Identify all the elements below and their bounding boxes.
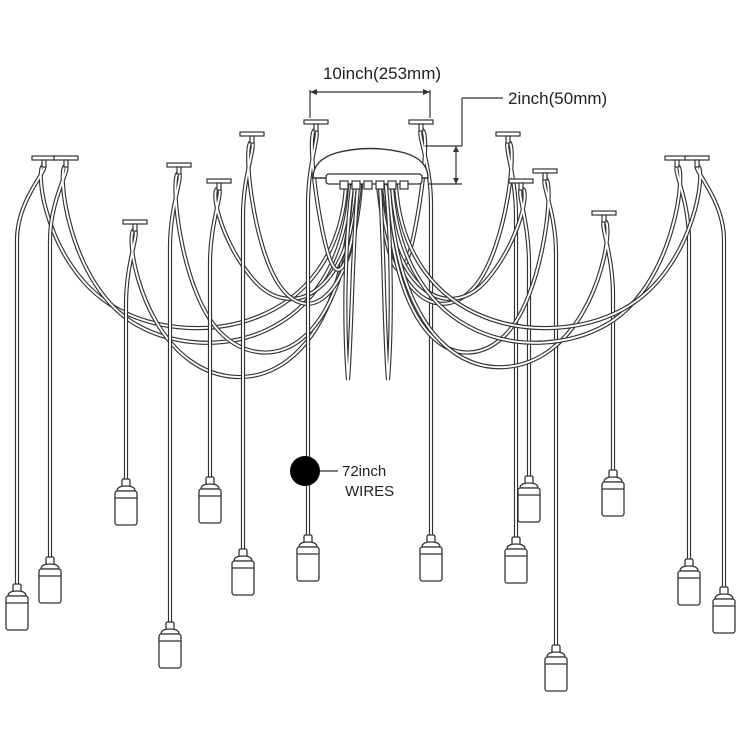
- lamp-socket: [5, 583, 29, 631]
- ceiling-hook: [532, 168, 558, 181]
- canopy-width-label: 10inch(253mm): [323, 64, 441, 83]
- lamp-socket: [544, 644, 568, 692]
- lamp-socket: [517, 475, 541, 523]
- pendant-wire-core: [49, 165, 351, 566]
- lamp-socket: [677, 558, 701, 606]
- ceiling-canopy: [312, 147, 429, 190]
- canopy-port: [387, 180, 397, 190]
- canopy-base: [325, 173, 423, 185]
- pendant-wire-core: [383, 185, 530, 485]
- lamp-socket: [158, 621, 182, 669]
- pendant-wire-core: [242, 141, 362, 558]
- ceiling-hooks: [31, 119, 710, 232]
- wire-type-label: WIRES: [345, 483, 394, 500]
- ceiling-hook: [166, 162, 192, 175]
- lamp-socket: [231, 548, 255, 596]
- canopy-height-dimension: 2inch(50mm): [425, 89, 607, 185]
- canopy-height-label: 2inch(50mm): [508, 89, 607, 108]
- wire-loop-core: [379, 185, 392, 381]
- canopy-dome: [312, 147, 429, 179]
- canopy-port: [339, 180, 349, 190]
- ceiling-hook: [684, 155, 710, 168]
- ceiling-hook: [239, 131, 265, 144]
- lamp-socket: [114, 478, 138, 526]
- canopy-width-dimension: 10inch(253mm): [309, 64, 441, 118]
- lamp-socket: [419, 534, 443, 582]
- ceiling-hook: [303, 119, 329, 132]
- canopy-port: [351, 180, 361, 190]
- lamp-socket: [296, 534, 320, 582]
- lamp-socket: [601, 469, 625, 517]
- ceiling-hook: [206, 178, 232, 191]
- ceiling-hook: [31, 155, 57, 168]
- height-arrow-bottom: [453, 178, 459, 184]
- pendant-wire-core: [209, 185, 359, 486]
- canopy-port: [375, 180, 385, 190]
- lamp-socket: [198, 476, 222, 524]
- pendant-wire-core: [169, 172, 356, 631]
- wire-length-label: 72inch: [342, 463, 386, 480]
- lamp-socket: [712, 586, 736, 634]
- ceiling-hook: [53, 155, 79, 168]
- lamp-socket: [504, 536, 528, 584]
- height-arrow-top: [453, 146, 459, 152]
- canopy-ports: [339, 180, 409, 190]
- pendant-wire-core: [385, 178, 557, 654]
- lamp-sockets: [5, 469, 736, 692]
- pendant-wire: [393, 163, 727, 598]
- width-arrow-left: [310, 89, 317, 95]
- wire-length-marker: [290, 456, 320, 486]
- pendant-wire-core: [395, 165, 725, 596]
- canopy-port: [363, 180, 373, 190]
- ceiling-hook: [408, 119, 434, 132]
- pendant-wires: [14, 127, 727, 656]
- pendant-wire-core: [379, 141, 517, 546]
- canopy-port: [399, 180, 409, 190]
- width-arrow-right: [423, 89, 430, 95]
- wire-length-callout: 72inch WIRES: [290, 456, 394, 500]
- ceiling-hook: [122, 219, 148, 232]
- ceiling-hook: [508, 178, 534, 191]
- ceiling-hook: [591, 210, 617, 223]
- wire-loop-core: [344, 185, 359, 381]
- ceiling-hook: [495, 131, 521, 144]
- lamp-socket: [38, 556, 62, 604]
